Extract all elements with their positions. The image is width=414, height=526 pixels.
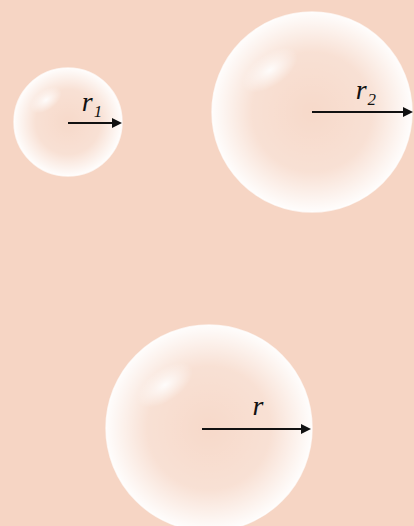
combined-bubble — [106, 325, 312, 526]
radius-label: r₁ — [82, 88, 103, 116]
radius-arrow — [202, 428, 309, 430]
radius-arrow — [312, 111, 411, 113]
small-bubble — [14, 68, 122, 176]
large-bubble — [212, 12, 412, 212]
radius-label: r — [253, 392, 264, 420]
radius-label: r₂ — [356, 76, 377, 104]
radius-arrow — [68, 122, 120, 124]
